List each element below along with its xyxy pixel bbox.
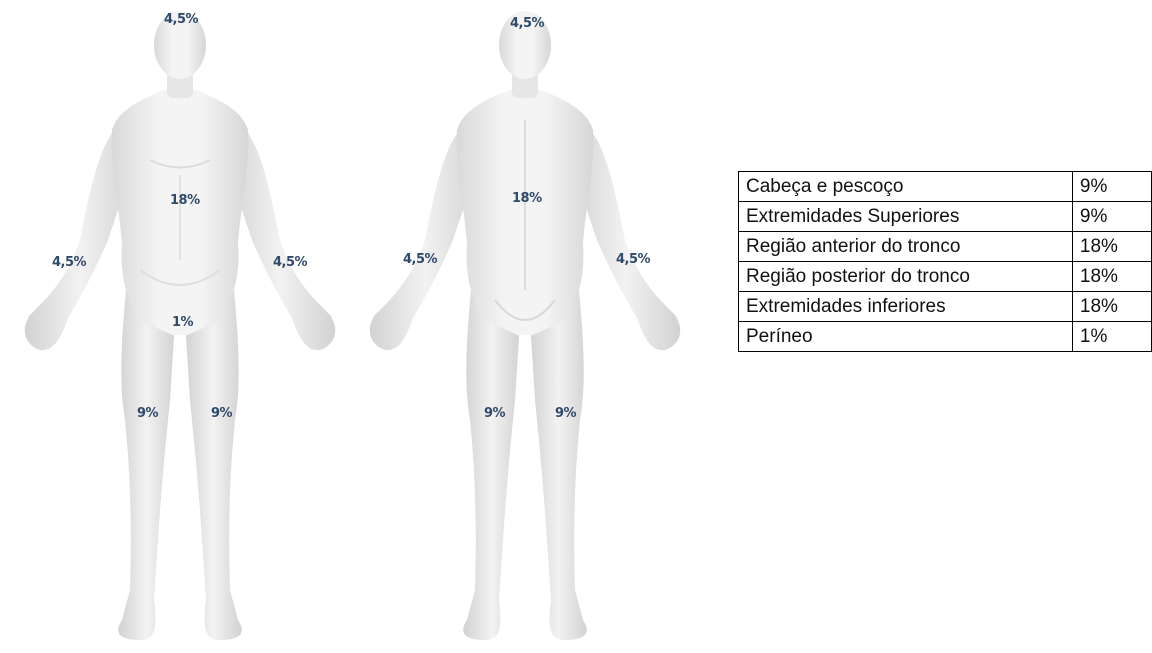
region-cell: Cabeça e pescoço — [739, 172, 1073, 202]
front-left-leg-label: 9% — [137, 406, 159, 421]
back-right-leg-label: 9% — [555, 406, 577, 421]
back-right-arm-label: 4,5% — [616, 252, 651, 267]
table-row: Períneo 1% — [739, 322, 1152, 352]
region-cell: Região posterior do tronco — [739, 262, 1073, 292]
front-left-arm-label: 4,5% — [52, 255, 87, 270]
back-head-label: 4,5% — [510, 16, 545, 31]
region-cell: Extremidades inferiores — [739, 292, 1073, 322]
body-figures-diagram: 4,5% 18% 4,5% 4,5% 1% 9% 9% 4,5% 18% 4,5… — [0, 0, 700, 653]
burn-area-table: Cabeça e pescoço 9% Extremidades Superio… — [738, 171, 1152, 352]
region-cell: Períneo — [739, 322, 1073, 352]
percentage-cell: 1% — [1072, 322, 1151, 352]
front-right-leg-label: 9% — [211, 406, 233, 421]
region-cell: Região anterior do tronco — [739, 232, 1073, 262]
percentage-cell: 9% — [1072, 202, 1151, 232]
table-row: Extremidades Superiores 9% — [739, 202, 1152, 232]
region-cell: Extremidades Superiores — [739, 202, 1073, 232]
back-body-figure — [370, 11, 680, 640]
table-row: Região posterior do tronco 18% — [739, 262, 1152, 292]
front-right-arm-label: 4,5% — [273, 255, 308, 270]
front-trunk-label: 18% — [170, 193, 200, 208]
percentage-cell: 18% — [1072, 292, 1151, 322]
table-row: Região anterior do tronco 18% — [739, 232, 1152, 262]
percentage-cell: 9% — [1072, 172, 1151, 202]
table-row: Cabeça e pescoço 9% — [739, 172, 1152, 202]
back-left-leg-label: 9% — [484, 406, 506, 421]
front-perineum-label: 1% — [172, 315, 194, 330]
percentage-cell: 18% — [1072, 262, 1151, 292]
back-trunk-label: 18% — [512, 191, 542, 206]
percentage-cell: 18% — [1072, 232, 1151, 262]
back-left-arm-label: 4,5% — [403, 252, 438, 267]
front-head-label: 4,5% — [164, 12, 199, 27]
table-row: Extremidades inferiores 18% — [739, 292, 1152, 322]
